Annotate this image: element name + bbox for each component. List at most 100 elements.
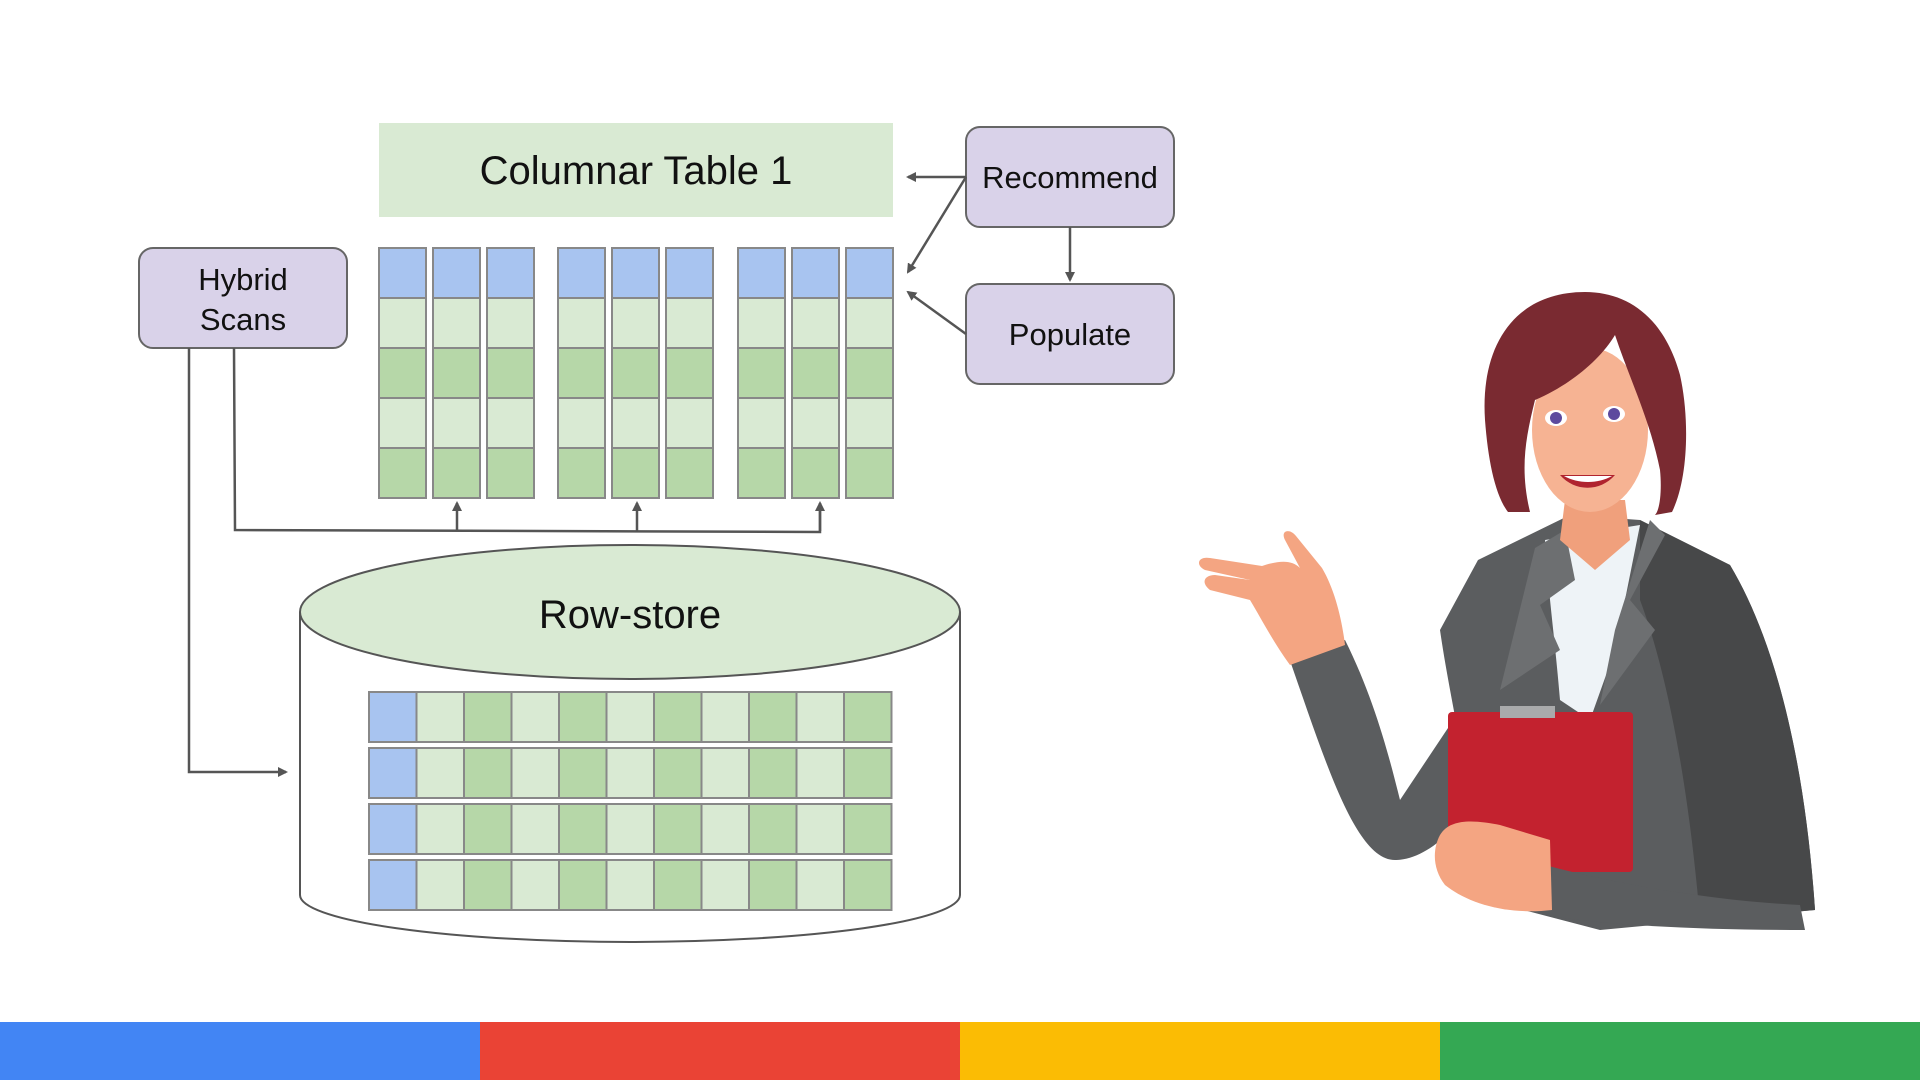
columnar-cell-g2-c3-r2 bbox=[665, 347, 714, 399]
columnar-cell-g1-c2-r0 bbox=[432, 247, 481, 299]
columnar-cell-g3-c3-r0 bbox=[845, 247, 894, 299]
columnar-cell-g1-c1-r4 bbox=[378, 447, 427, 499]
columnar-cell-g2-c2-r3 bbox=[611, 397, 660, 449]
row-store-cell-r4-c5 bbox=[558, 859, 608, 911]
row-store-cell-r4-c3 bbox=[463, 859, 513, 911]
row-store-grid bbox=[368, 691, 893, 911]
row-store-cell-r1-c10 bbox=[795, 691, 845, 743]
row-store-cell-r3-c6 bbox=[605, 803, 655, 855]
row-store-cell-r2-c8 bbox=[700, 747, 750, 799]
row-store-cell-r3-c4 bbox=[510, 803, 560, 855]
row-store-cell-r2-c5 bbox=[558, 747, 608, 799]
presenter-illustration bbox=[1198, 292, 1815, 930]
row-store-cell-r4-c8 bbox=[700, 859, 750, 911]
columnar-cell-g1-c1-r2 bbox=[378, 347, 427, 399]
row-store-cell-r2-c9 bbox=[748, 747, 798, 799]
row-store-cell-r2-c6 bbox=[605, 747, 655, 799]
arrow-recommend-to-grid bbox=[906, 176, 968, 274]
columnar-cell-g1-c3-r2 bbox=[486, 347, 535, 399]
row-store-cell-r3-c3 bbox=[463, 803, 513, 855]
row-store-label: Row-store bbox=[539, 593, 721, 637]
columnar-cell-g3-c3-r1 bbox=[845, 297, 894, 349]
columnar-cell-g3-c1-r1 bbox=[737, 297, 786, 349]
row-store-cell-r3-c10 bbox=[795, 803, 845, 855]
columnar-table-title-box: Columnar Table 1 bbox=[379, 123, 893, 217]
row-store-cell-r3-c1 bbox=[368, 803, 418, 855]
populate-box: Populate bbox=[965, 283, 1175, 385]
columnar-cell-g2-c2-r0 bbox=[611, 247, 660, 299]
columnar-cell-g2-c3-r3 bbox=[665, 397, 714, 449]
columnar-cell-g3-c3-r4 bbox=[845, 447, 894, 499]
row-store-cell-r1-c1 bbox=[368, 691, 418, 743]
populate-label: Populate bbox=[1009, 317, 1131, 352]
recommend-label: Recommend bbox=[982, 160, 1158, 195]
connectors bbox=[187, 172, 1075, 777]
row-store-cell-r3-c2 bbox=[415, 803, 465, 855]
columnar-cell-g3-c3-r2 bbox=[845, 347, 894, 399]
row-store-cell-r3-c5 bbox=[558, 803, 608, 855]
columnar-cell-g2-c3-r0 bbox=[665, 247, 714, 299]
columnar-cell-g1-c3-r3 bbox=[486, 397, 535, 449]
columnar-cell-g2-c1-r0 bbox=[557, 247, 606, 299]
accent-bar-segment-4 bbox=[1440, 1022, 1920, 1080]
columnar-cell-g1-c1-r3 bbox=[378, 397, 427, 449]
row-store-cell-r4-c1 bbox=[368, 859, 418, 911]
row-store-cell-r4-c11 bbox=[843, 859, 893, 911]
columnar-cell-g3-c2-r3 bbox=[791, 397, 840, 449]
columnar-cell-g3-c2-r2 bbox=[791, 347, 840, 399]
columnar-cell-g3-c2-r1 bbox=[791, 297, 840, 349]
row-store-cell-r4-c2 bbox=[415, 859, 465, 911]
columnar-cell-g2-c2-r4 bbox=[611, 447, 660, 499]
columnar-cell-g2-c1-r4 bbox=[557, 447, 606, 499]
columnar-cell-g2-c1-r2 bbox=[557, 347, 606, 399]
row-store-cell-r3-c9 bbox=[748, 803, 798, 855]
columnar-cell-g2-c1-r1 bbox=[557, 297, 606, 349]
arrow-populate-to-grid bbox=[906, 290, 967, 336]
columnar-cell-g1-c3-r0 bbox=[486, 247, 535, 299]
bottom-accent-bar bbox=[0, 1022, 1920, 1080]
columnar-cell-g3-c1-r2 bbox=[737, 347, 786, 399]
columnar-cell-g3-c2-r0 bbox=[791, 247, 840, 299]
row-store-cell-r4-c7 bbox=[653, 859, 703, 911]
row-store-cell-r1-c11 bbox=[843, 691, 893, 743]
columnar-table-grid bbox=[378, 247, 894, 499]
columnar-cell-g2-c3-r1 bbox=[665, 297, 714, 349]
hybrid-scans-label-line-2: Scans bbox=[200, 302, 286, 337]
row-store-cell-r1-c5 bbox=[558, 691, 608, 743]
row-store-cell-r2-c11 bbox=[843, 747, 893, 799]
accent-bar-segment-2 bbox=[480, 1022, 961, 1080]
row-store-cell-r2-c2 bbox=[415, 747, 465, 799]
columnar-table-title: Columnar Table 1 bbox=[480, 149, 793, 193]
accent-bar-segment-1 bbox=[0, 1022, 481, 1080]
row-store-cell-r3-c11 bbox=[843, 803, 893, 855]
row-store-cell-r4-c4 bbox=[510, 859, 560, 911]
recommend-box: Recommend bbox=[965, 126, 1175, 228]
row-store-cell-r1-c2 bbox=[415, 691, 465, 743]
columnar-cell-g1-c3-r1 bbox=[486, 297, 535, 349]
columnar-cell-g1-c3-r4 bbox=[486, 447, 535, 499]
columnar-cell-g3-c1-r0 bbox=[737, 247, 786, 299]
row-store-cell-r2-c1 bbox=[368, 747, 418, 799]
row-store-cell-r2-c4 bbox=[510, 747, 560, 799]
columnar-cell-g2-c1-r3 bbox=[557, 397, 606, 449]
row-store-cell-r4-c9 bbox=[748, 859, 798, 911]
row-store-cell-r1-c9 bbox=[748, 691, 798, 743]
row-store-cell-r1-c4 bbox=[510, 691, 560, 743]
hybrid-scans-box: Hybrid Scans bbox=[138, 247, 348, 349]
row-store-cell-r1-c7 bbox=[653, 691, 703, 743]
row-store-cell-r2-c10 bbox=[795, 747, 845, 799]
columnar-cell-g1-c2-r2 bbox=[432, 347, 481, 399]
row-store-cell-r2-c7 bbox=[653, 747, 703, 799]
row-store-cell-r1-c3 bbox=[463, 691, 513, 743]
row-store-top bbox=[299, 544, 961, 680]
row-store-cell-r1-c8 bbox=[700, 691, 750, 743]
row-store-cell-r2-c3 bbox=[463, 747, 513, 799]
columnar-cell-g3-c2-r4 bbox=[791, 447, 840, 499]
row-store-cell-r4-c6 bbox=[605, 859, 655, 911]
columnar-cell-g1-c2-r1 bbox=[432, 297, 481, 349]
row-store-cell-r1-c6 bbox=[605, 691, 655, 743]
columnar-cell-g2-c2-r1 bbox=[611, 297, 660, 349]
columnar-cell-g1-c2-r3 bbox=[432, 397, 481, 449]
row-store-cell-r3-c7 bbox=[653, 803, 703, 855]
